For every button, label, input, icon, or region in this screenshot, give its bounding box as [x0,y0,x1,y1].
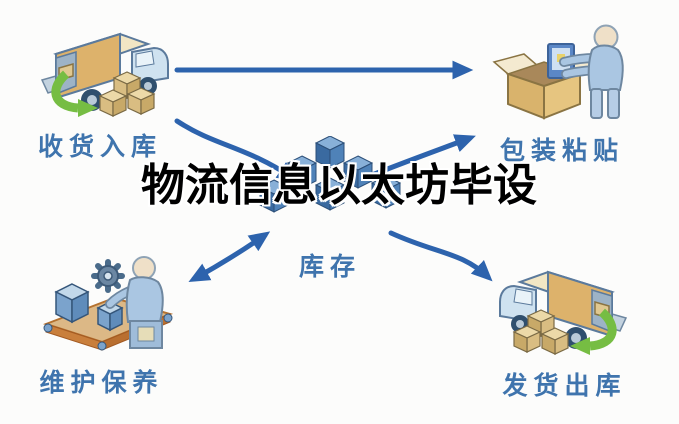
label-maintenance: 维护保养 [39,368,164,397]
page-title: 物流信息以太坊毕设 [141,160,537,211]
arrow-inventory-to-shipping [388,230,493,282]
node-packing [492,10,642,134]
truck-unload-icon [40,32,169,117]
label-shipping: 发货出库 [502,371,627,400]
person-packing-icon [492,24,624,120]
node-maintenance [36,246,181,365]
truck-load-icon [499,270,628,355]
box-stack-icon [258,135,402,213]
label-packing: 包装粘贴 [499,136,624,165]
arrow-inventory-maintenance-double [188,231,271,283]
arrow-receiving-to-inventory [174,118,299,182]
label-inventory: 库存 [298,252,361,281]
node-receiving [36,14,176,130]
node-shipping [492,252,632,368]
node-inventory [258,135,403,252]
workbench-icon [42,256,174,351]
arrow-inventory-to-packing [364,134,476,180]
label-receiving: 收货入库 [37,132,162,161]
gear-icon [91,259,125,293]
